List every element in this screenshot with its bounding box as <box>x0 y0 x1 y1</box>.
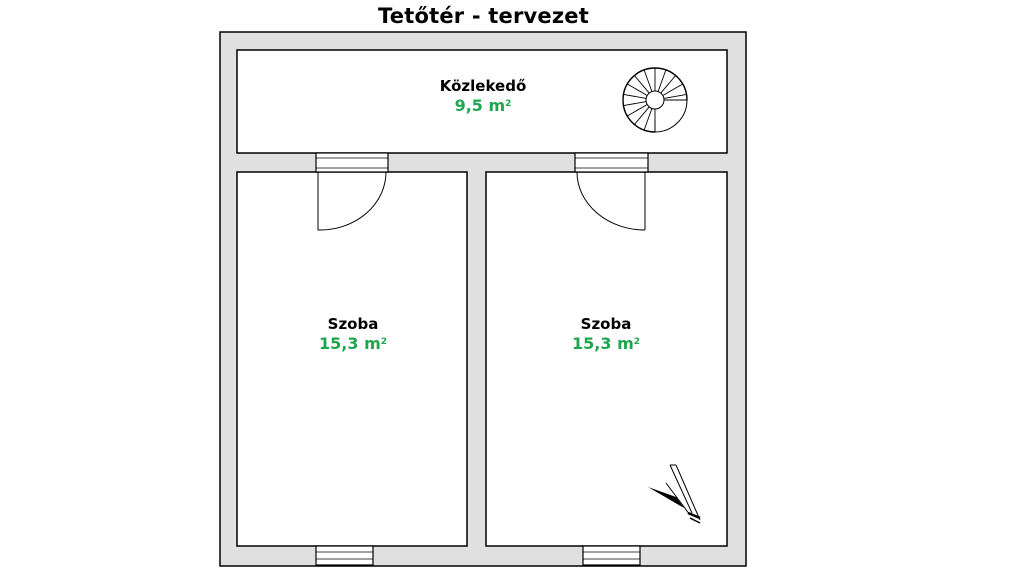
door-icon <box>315 152 389 231</box>
plan-title: Tetőtér - tervezet <box>378 4 589 28</box>
spiral-staircase-icon <box>622 67 688 133</box>
room-szoba-right[interactable] <box>485 171 728 547</box>
room-area: 15,3 m2 <box>319 334 387 353</box>
roof-window-icon <box>648 464 701 524</box>
room-name: Szoba <box>327 315 379 333</box>
room-area: 9,5 m2 <box>454 96 512 115</box>
room-szoba-left[interactable] <box>236 171 468 547</box>
room-name: Szoba <box>580 315 632 333</box>
room-name: Közlekedő <box>439 77 527 95</box>
room-label-szoba-right: Szoba 15,3 m2 <box>543 314 669 354</box>
room-label-szoba-left: Szoba 15,3 m2 <box>290 314 416 354</box>
window-icon <box>582 545 641 566</box>
room-label-kozlekedo: Közlekedő 9,5 m2 <box>420 76 546 116</box>
door-icon <box>574 152 649 231</box>
room-area: 15,3 m2 <box>572 334 640 353</box>
window-icon <box>315 545 374 566</box>
